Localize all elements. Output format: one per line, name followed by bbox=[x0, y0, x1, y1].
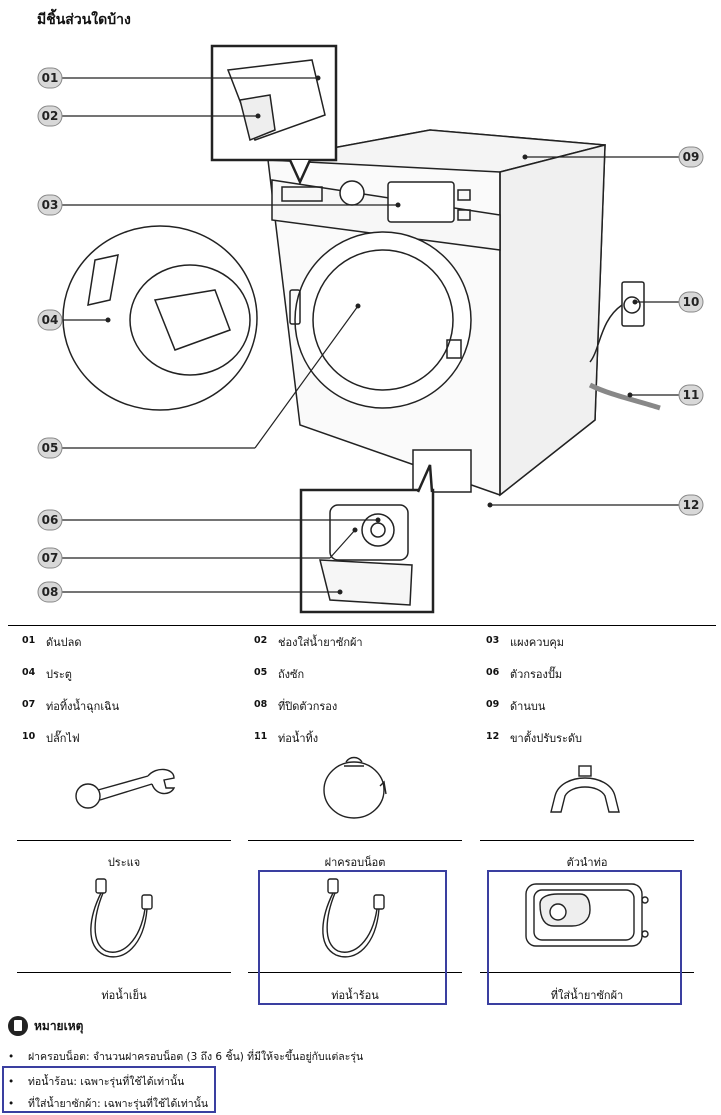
svg-text:12: 12 bbox=[683, 498, 700, 512]
svg-text:10: 10 bbox=[683, 295, 700, 309]
hose-guide-icon bbox=[550, 765, 620, 813]
highlight-hot-hose bbox=[258, 870, 447, 1005]
washing-machine-diagram: 01 02 03 04 05 06 07 08 09 10 11 12 bbox=[37, 44, 704, 614]
accessory-rule bbox=[248, 972, 462, 973]
callout-05: 05 bbox=[37, 437, 63, 459]
spanner-icon bbox=[75, 768, 176, 809]
cold-hose-icon bbox=[90, 878, 153, 958]
detergent-drawer-icon bbox=[525, 883, 649, 947]
callout-10: 10 bbox=[678, 291, 704, 313]
accessory-label-detergent-drawer: ที่ใส่น้ำยาซักผ้า bbox=[550, 989, 624, 1002]
callout-06: 06 bbox=[37, 509, 63, 531]
callout-11: 11 bbox=[678, 384, 704, 406]
svg-text:02: 02 bbox=[42, 109, 59, 123]
accessory-label-hose-guide: ตัวนำท่อ bbox=[566, 856, 608, 869]
bolt-cap-icon bbox=[323, 756, 387, 819]
callout-09: 09 bbox=[678, 146, 704, 168]
hot-hose-icon bbox=[322, 878, 385, 958]
callout-03: 03 bbox=[37, 194, 63, 216]
svg-text:08: 08 bbox=[42, 585, 59, 599]
page-title: มีชิ้นส่วนใดบ้าง bbox=[37, 12, 131, 28]
callout-07: 07 bbox=[37, 547, 63, 569]
svg-text:07: 07 bbox=[42, 551, 59, 565]
svg-text:11: 11 bbox=[683, 388, 700, 402]
note-item: •ที่ใส่น้ำยาซักผ้า: เฉพาะรุ่นที่ใช้ได้เท… bbox=[8, 1098, 209, 1110]
callout-02: 02 bbox=[37, 105, 63, 127]
callout-04: 04 bbox=[37, 309, 63, 331]
svg-text:06: 06 bbox=[42, 513, 59, 527]
accessory-label-cold-hose: ท่อน้ำเย็น bbox=[101, 989, 147, 1002]
note-heading-text: หมายเหตุ bbox=[34, 1018, 84, 1033]
accessory-rule bbox=[480, 840, 694, 841]
accessory-rule bbox=[480, 972, 694, 973]
callout-12: 12 bbox=[678, 494, 704, 516]
svg-text:04: 04 bbox=[42, 313, 59, 327]
accessory-label-hot-hose: ท่อน้ำร้อน bbox=[331, 989, 379, 1002]
accessory-label-spanner: ประแจ bbox=[107, 856, 141, 869]
parts-top-rule bbox=[8, 625, 716, 626]
svg-text:03: 03 bbox=[42, 198, 59, 212]
note-item: •ฝาครอบน็อต: จำนวนฝาครอบน็อต (3 ถึง 6 ชิ… bbox=[8, 1051, 364, 1063]
note-heading: หมายเหตุ bbox=[8, 1016, 83, 1036]
accessory-rule bbox=[248, 840, 462, 841]
accessory-rule bbox=[17, 972, 231, 973]
accessory-rule bbox=[17, 840, 231, 841]
note-icon bbox=[8, 1016, 28, 1036]
accessory-label-bolt-cap: ฝาครอบน็อต bbox=[324, 856, 386, 869]
callout-08: 08 bbox=[37, 581, 63, 603]
highlight-notes bbox=[2, 1066, 216, 1113]
svg-text:01: 01 bbox=[42, 71, 59, 85]
svg-text:05: 05 bbox=[42, 441, 59, 455]
note-item: •ท่อน้ำร้อน: เฉพาะรุ่นที่ใช้ได้เท่านั้น bbox=[8, 1076, 185, 1088]
highlight-detergent-drawer bbox=[487, 870, 682, 1005]
svg-text:09: 09 bbox=[683, 150, 700, 164]
callout-01: 01 bbox=[37, 67, 63, 89]
